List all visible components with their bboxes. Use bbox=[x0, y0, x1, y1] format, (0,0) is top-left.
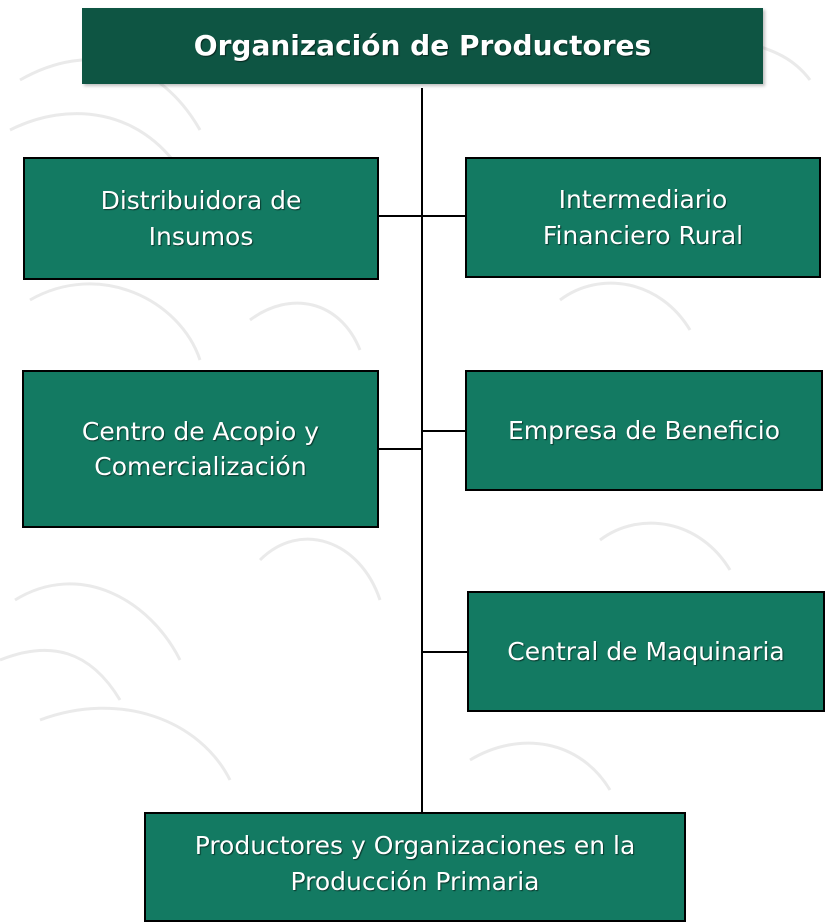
node-empresa-de-beneficio: Empresa de Beneficio bbox=[465, 370, 823, 491]
node-label-line: Insumos bbox=[148, 221, 254, 251]
node-intermediario-financiero-rural: Intermediario Financiero Rural bbox=[465, 157, 821, 278]
diagram-title-box: Organización de Productores bbox=[82, 8, 763, 84]
node-label-line: Financiero Rural bbox=[542, 220, 744, 250]
node-label-line: Productores y Organizaciones en la bbox=[194, 831, 636, 860]
node-label-line: Empresa de Beneficio bbox=[507, 415, 781, 445]
node-label-line: Intermediario bbox=[558, 185, 728, 214]
node-centro-de-acopio: Centro de Acopio y Comercialización bbox=[22, 370, 379, 528]
node-label-line: Distribuidora de bbox=[100, 186, 302, 215]
node-productores-y-organizaciones: Productores y Organizaciones en la Produ… bbox=[144, 812, 686, 922]
node-label-line: Producción Primaria bbox=[290, 866, 540, 896]
node-label-line: Comercialización bbox=[94, 452, 307, 481]
node-label-line: Central de Maquinaria bbox=[507, 636, 785, 666]
node-distribuidora-de-insumos: Distribuidora de Insumos bbox=[23, 157, 379, 280]
node-label-line: Centro de Acopio y bbox=[81, 416, 320, 446]
diagram-title: Organización de Productores bbox=[193, 29, 652, 63]
node-central-de-maquinaria: Central de Maquinaria bbox=[467, 591, 825, 712]
